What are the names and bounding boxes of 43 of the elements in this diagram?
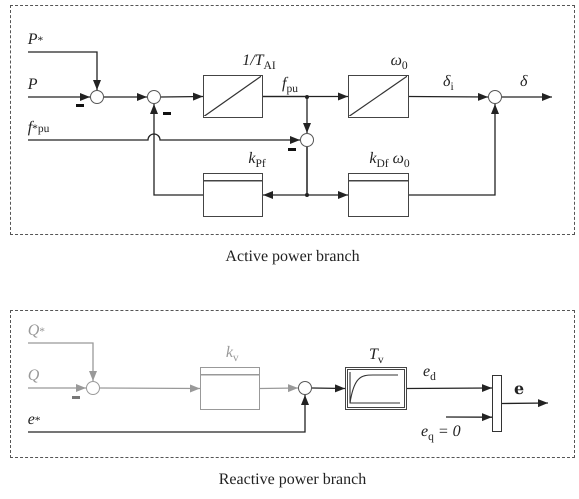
arrow [28, 93, 90, 101]
edge-label: δ [520, 74, 528, 90]
block-label: k$_{v}$ [226, 345, 239, 365]
arrow [409, 92, 488, 101]
edge-label: δ$_{i}$ [443, 74, 454, 94]
summing-junction [298, 380, 312, 395]
arrow [28, 342, 97, 381]
block-label: 1/T$_{AI}$ [242, 53, 276, 73]
arrow [409, 104, 499, 196]
arrow [306, 147, 348, 199]
signal-label: P [28, 72, 48, 97]
panel-caption: Reactive power branch [218, 471, 368, 489]
arrow [312, 384, 345, 392]
arrow [28, 395, 309, 433]
panel-caption: Active power branch [224, 248, 361, 266]
arrow [100, 384, 200, 392]
edge-label: e [514, 381, 524, 397]
arrow [104, 93, 147, 101]
arrow [28, 133, 301, 144]
arrow [407, 384, 492, 392]
arrow [260, 384, 298, 392]
summing-junction [300, 132, 314, 147]
mux-bar [492, 374, 502, 432]
edge-label: e$_{d}$ [423, 364, 436, 384]
arrow [28, 384, 86, 392]
arrow [161, 92, 203, 101]
summing-junction [488, 90, 502, 104]
arrow [502, 399, 548, 408]
block-label: T$_{v}$ [369, 347, 384, 367]
arrow [28, 51, 101, 90]
arrow [502, 93, 552, 101]
edge-label: f$_{pu}$ [282, 76, 298, 96]
arrow [446, 413, 492, 422]
block-label: k$_{Df}$ ω$_{0}$ [369, 151, 410, 171]
summing-junction [146, 90, 161, 104]
arrow [263, 96, 311, 133]
arrow [150, 104, 203, 196]
block-label: ω$_{0}$ [390, 53, 408, 73]
edge-label: e$_{q}$ = 0 [421, 424, 461, 444]
signal-label: Q [28, 364, 48, 388]
summing-junction [90, 90, 104, 104]
summing-junction [86, 380, 100, 395]
block-label: k$_{Pf}$ [248, 151, 266, 171]
